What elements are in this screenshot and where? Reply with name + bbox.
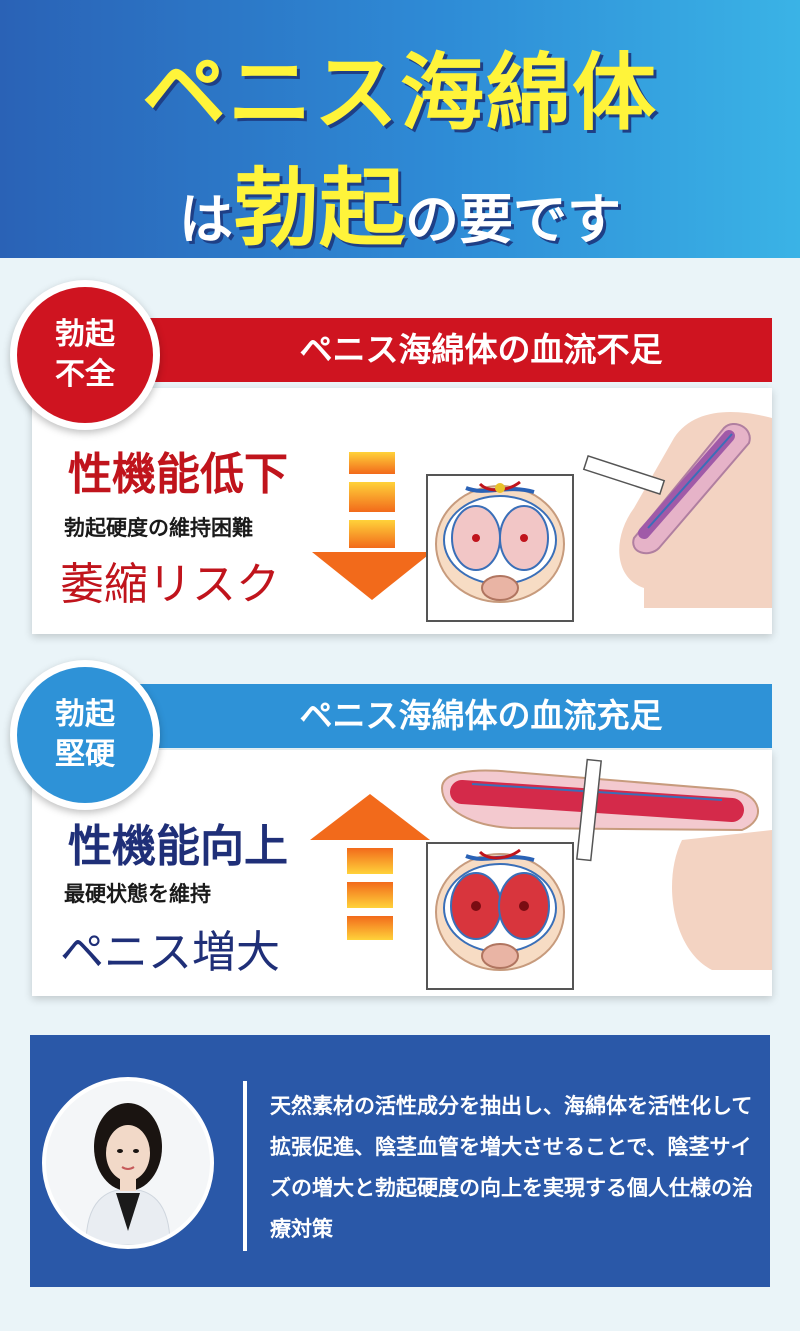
page-subtitle: は勃起の要です xyxy=(0,138,800,263)
quote-text: 天然素材の活性成分を抽出し、海綿体を活性化して拡張促進、陰茎血管を増大させること… xyxy=(270,1093,753,1241)
cross-section-illustration xyxy=(426,474,574,622)
sufficiency-badge-line2: 堅硬 xyxy=(55,737,115,772)
header-banner: ペニス海綿体 は勃起の要です xyxy=(0,0,800,259)
deficiency-risk: 萎縮リスク xyxy=(60,559,280,610)
organ-side-healthy-illustration xyxy=(440,758,772,970)
deficiency-badge: 勃起 不全 xyxy=(10,280,160,430)
subtitle-post: の要です xyxy=(405,188,621,251)
down-arrow-icon xyxy=(312,452,432,600)
deficiency-subtext: 勃起硬度の維持困難 xyxy=(64,516,253,540)
deficiency-heading: 性機能低下 xyxy=(68,449,288,500)
doctor-quote-panel: 天然素材の活性成分を抽出し、海綿体を活性化して拡張促進、陰茎血管を増大させること… xyxy=(30,1035,770,1287)
doctor-avatar-icon xyxy=(46,1081,210,1245)
deficiency-band: ペニス海綿体の血流不足 xyxy=(130,318,772,382)
sufficiency-card: 性機能向上 最硬状態を維持 ペニス増大 xyxy=(32,750,772,996)
organ-side-illustration xyxy=(582,412,772,608)
page-title: ペニス海綿体 xyxy=(141,44,658,142)
deficiency-card: 性機能低下 勃起硬度の維持困難 萎縮リスク xyxy=(32,388,772,634)
subtitle-emphasis: 勃起 xyxy=(233,159,405,259)
sufficiency-result: ペニス増大 xyxy=(60,927,280,978)
quote-divider xyxy=(243,1081,247,1251)
sufficiency-subtext: 最硬状態を維持 xyxy=(64,882,211,906)
cross-section-healthy-illustration xyxy=(426,842,574,990)
up-arrow-icon xyxy=(310,794,430,940)
sufficiency-badge-line1: 勃起 xyxy=(55,697,115,732)
doctor-portrait xyxy=(42,1077,214,1249)
sufficiency-band: ペニス海綿体の血流充足 xyxy=(130,684,772,748)
deficiency-badge-line1: 勃起 xyxy=(55,317,115,352)
deficiency-badge-line2: 不全 xyxy=(55,357,115,392)
sufficiency-heading: 性機能向上 xyxy=(68,821,288,872)
subtitle-pre: は xyxy=(179,188,233,251)
sufficiency-badge: 勃起 堅硬 xyxy=(10,660,160,810)
